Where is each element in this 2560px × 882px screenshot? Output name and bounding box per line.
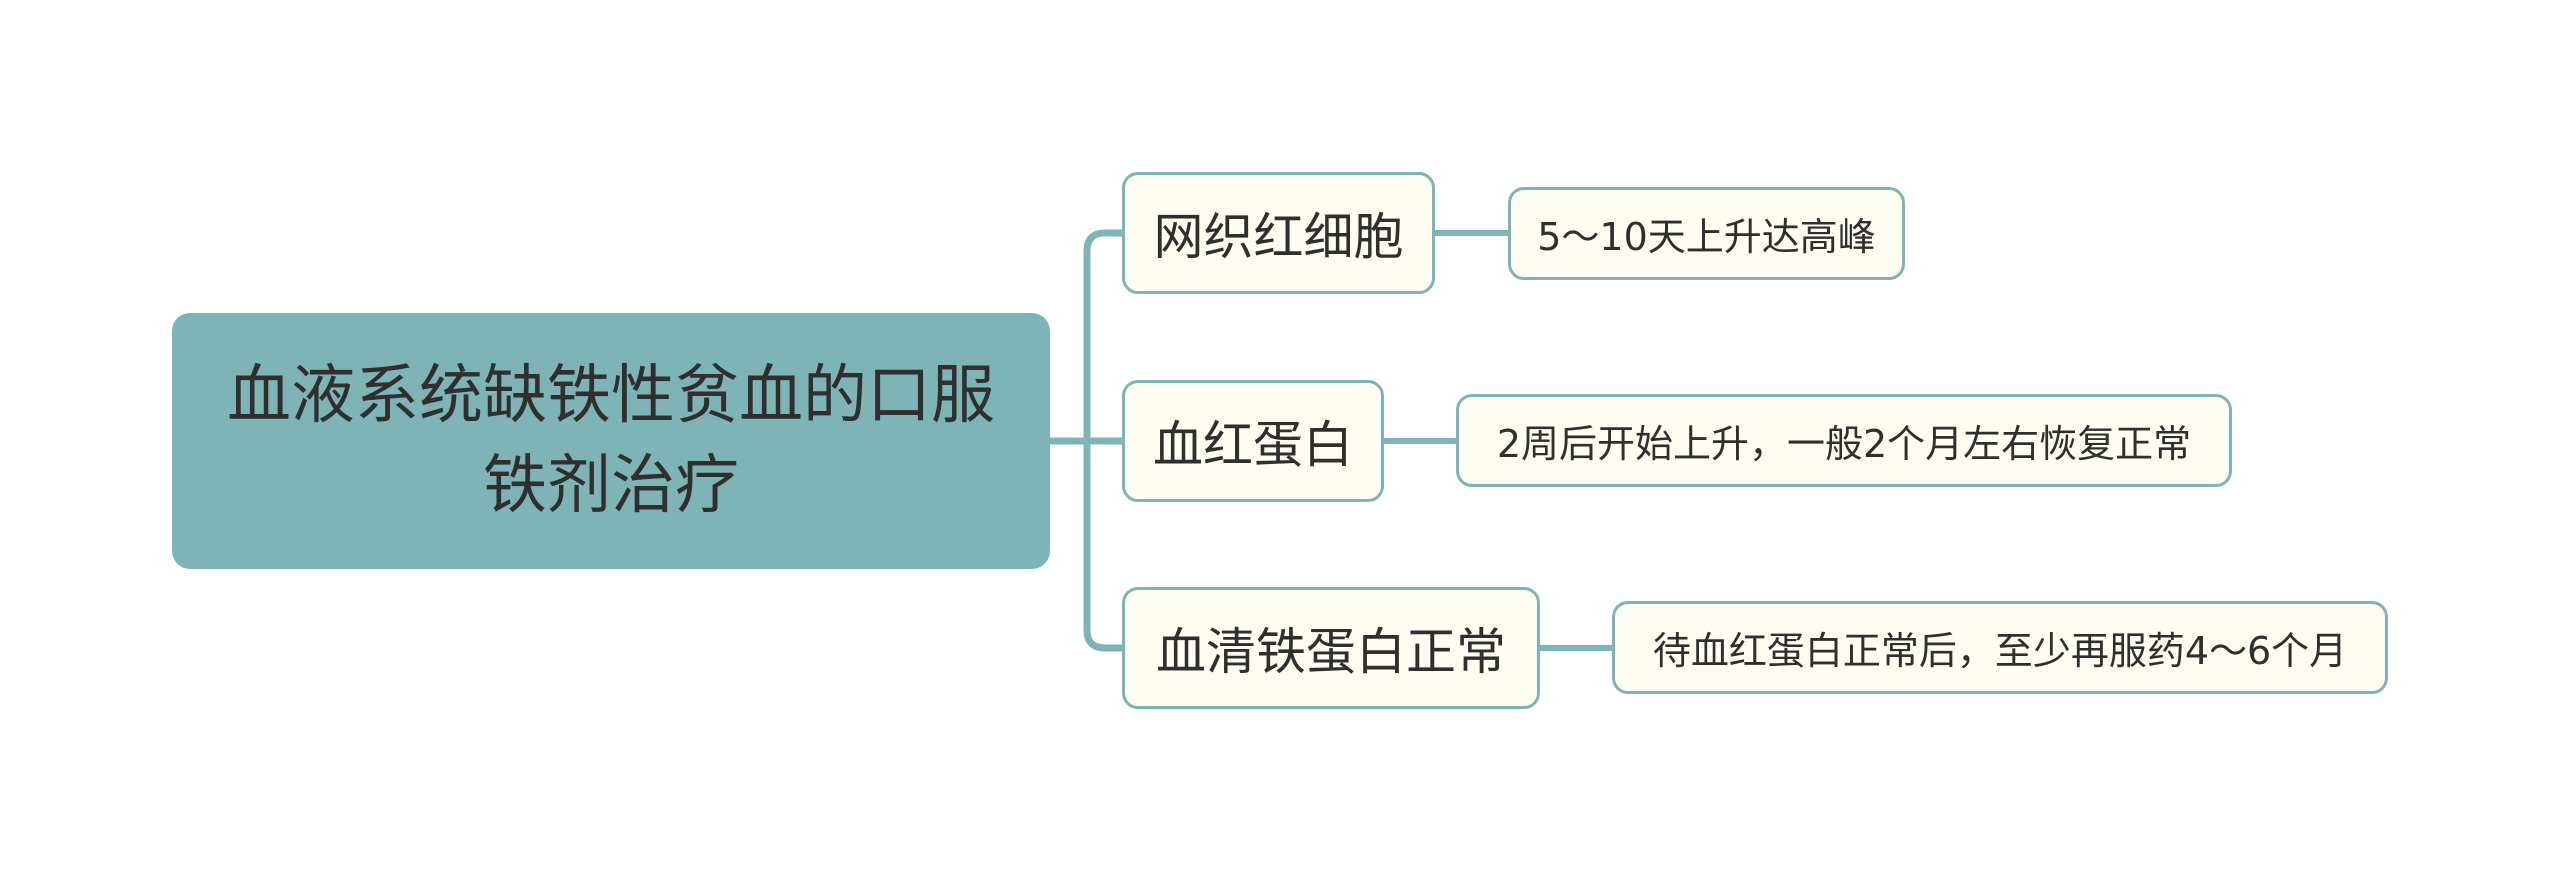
detail-topic-label: 2周后开始上升，一般2个月左右恢复正常 (1496, 422, 2192, 466)
branch-topic-label: 网织红细胞 (1153, 208, 1404, 266)
branch-topic-reticulocyte[interactable]: 网织红细胞 (1122, 172, 1435, 294)
branch-topic-label: 血红蛋白 (1153, 416, 1353, 474)
detail-topic-label: 5～10天上升达高峰 (1537, 215, 1876, 259)
branch-topic-hemoglobin[interactable]: 血红蛋白 (1122, 380, 1384, 502)
root-topic[interactable]: 血液系统缺铁性贫血的口服铁剂治疗 (172, 313, 1050, 569)
detail-topic-serum-ferritin[interactable]: 待血红蛋白正常后，至少再服药4～6个月 (1612, 601, 2388, 694)
branch-topic-label: 血清铁蛋白正常 (1156, 623, 1506, 681)
detail-topic-label: 待血红蛋白正常后，至少再服药4～6个月 (1652, 629, 2348, 673)
detail-topic-reticulocyte[interactable]: 5～10天上升达高峰 (1508, 187, 1905, 280)
detail-topic-hemoglobin[interactable]: 2周后开始上升，一般2个月左右恢复正常 (1456, 394, 2232, 487)
root-topic-label: 血液系统缺铁性贫血的口服铁剂治疗 (227, 359, 995, 523)
branch-topic-serum-ferritin[interactable]: 血清铁蛋白正常 (1122, 587, 1540, 709)
